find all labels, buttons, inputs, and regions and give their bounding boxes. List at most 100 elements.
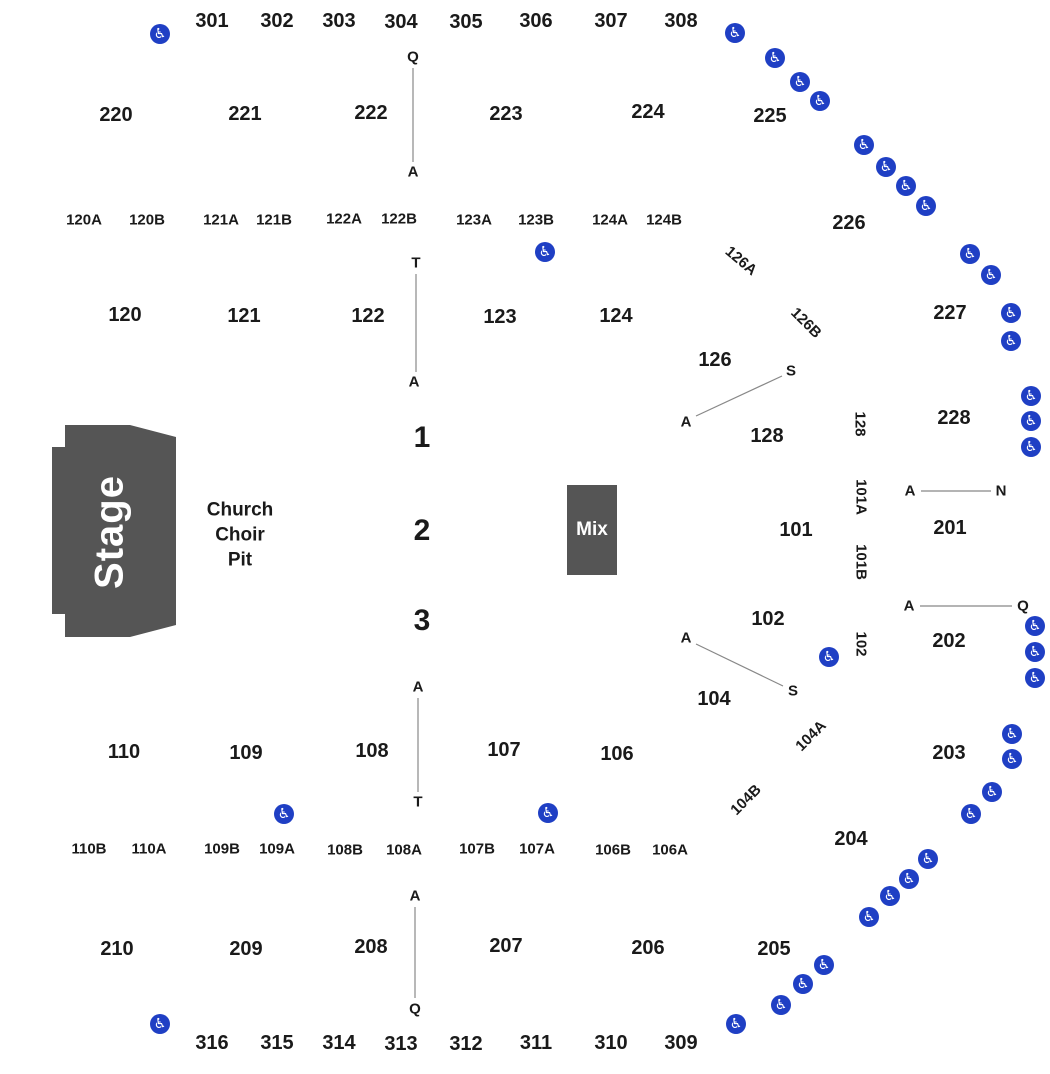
section-101a[interactable]: 101A	[852, 479, 870, 515]
section-108[interactable]: 108	[355, 740, 389, 762]
wheelchair-icon[interactable]: ♿	[274, 804, 294, 824]
section-307[interactable]: 307	[594, 10, 628, 32]
section-102[interactable]: 102	[852, 631, 870, 657]
section-107b[interactable]: 107B	[459, 840, 495, 858]
wheelchair-icon[interactable]: ♿	[790, 72, 810, 92]
section-308[interactable]: 308	[664, 10, 698, 32]
section-201[interactable]: 201	[933, 517, 967, 539]
section-123a[interactable]: 123A	[456, 211, 492, 229]
section-108b[interactable]: 108B	[327, 841, 363, 859]
section-223[interactable]: 223	[489, 103, 523, 125]
wheelchair-icon[interactable]: ♿	[1021, 386, 1041, 406]
section-309[interactable]: 309	[664, 1032, 698, 1054]
wheelchair-icon[interactable]: ♿	[1001, 331, 1021, 351]
section-206[interactable]: 206	[631, 937, 665, 959]
wheelchair-icon[interactable]: ♿	[765, 48, 785, 68]
wheelchair-icon[interactable]: ♿	[725, 23, 745, 43]
wheelchair-icon[interactable]: ♿	[899, 869, 919, 889]
section-120a[interactable]: 120A	[66, 211, 102, 229]
wheelchair-icon[interactable]: ♿	[981, 265, 1001, 285]
section-110b[interactable]: 110B	[71, 840, 107, 858]
section-303[interactable]: 303	[322, 10, 356, 32]
stage-shape[interactable]	[52, 425, 176, 637]
section-221[interactable]: 221	[228, 103, 262, 125]
wheelchair-icon[interactable]: ♿	[1025, 668, 1045, 688]
section-203[interactable]: 203	[932, 742, 966, 764]
section-313[interactable]: 313	[384, 1033, 418, 1055]
wheelchair-icon[interactable]: ♿	[916, 196, 936, 216]
section-312[interactable]: 312	[449, 1033, 483, 1055]
wheelchair-icon[interactable]: ♿	[793, 974, 813, 994]
wheelchair-icon[interactable]: ♿	[880, 886, 900, 906]
wheelchair-icon[interactable]: ♿	[810, 91, 830, 111]
section-316[interactable]: 316	[195, 1032, 229, 1054]
section-110[interactable]: 110	[107, 741, 141, 763]
wheelchair-icon[interactable]: ♿	[876, 157, 896, 177]
wheelchair-icon[interactable]: ♿	[896, 176, 916, 196]
section-314[interactable]: 314	[322, 1032, 356, 1054]
section-107[interactable]: 107	[487, 739, 521, 761]
section-104[interactable]: 104	[697, 688, 731, 710]
section-311[interactable]: 311	[519, 1032, 553, 1054]
section-124a[interactable]: 124A	[592, 211, 628, 229]
wheelchair-icon[interactable]: ♿	[535, 242, 555, 262]
section-208[interactable]: 208	[354, 936, 388, 958]
wheelchair-icon[interactable]: ♿	[1002, 724, 1022, 744]
wheelchair-icon[interactable]: ♿	[1001, 303, 1021, 323]
section-110a[interactable]: 110A	[131, 840, 167, 858]
section-108a[interactable]: 108A	[386, 841, 422, 859]
floor-row-2[interactable]: 2	[413, 514, 431, 547]
section-107a[interactable]: 107A	[519, 840, 555, 858]
section-122b[interactable]: 122B	[381, 210, 417, 228]
section-304[interactable]: 304	[384, 11, 418, 33]
section-227[interactable]: 227	[933, 302, 967, 324]
section-224[interactable]: 224	[631, 101, 665, 123]
section-124b[interactable]: 124B	[646, 211, 682, 229]
floor-row-1[interactable]: 1	[413, 421, 431, 454]
wheelchair-icon[interactable]: ♿	[1002, 749, 1022, 769]
section-128[interactable]: 128	[851, 411, 869, 437]
wheelchair-icon[interactable]: ♿	[814, 955, 834, 975]
section-228[interactable]: 228	[937, 407, 971, 429]
section-126[interactable]: 126	[698, 349, 732, 371]
wheelchair-icon[interactable]: ♿	[150, 24, 170, 44]
section-225[interactable]: 225	[753, 105, 787, 127]
section-121[interactable]: 121	[227, 305, 261, 327]
wheelchair-icon[interactable]: ♿	[960, 244, 980, 264]
section-109b[interactable]: 109B	[204, 840, 240, 858]
wheelchair-icon[interactable]: ♿	[854, 135, 874, 155]
section-122[interactable]: 122	[351, 305, 385, 327]
wheelchair-icon[interactable]: ♿	[150, 1014, 170, 1034]
section-124[interactable]: 124	[599, 305, 633, 327]
section-226[interactable]: 226	[832, 212, 866, 234]
section-202[interactable]: 202	[932, 630, 966, 652]
section-210[interactable]: 210	[100, 938, 134, 960]
section-109[interactable]: 109	[229, 742, 263, 764]
wheelchair-icon[interactable]: ♿	[859, 907, 879, 927]
wheelchair-icon[interactable]: ♿	[961, 804, 981, 824]
section-101[interactable]: 101	[779, 519, 813, 541]
section-123b[interactable]: 123B	[518, 211, 554, 229]
section-315[interactable]: 315	[260, 1032, 294, 1054]
wheelchair-icon[interactable]: ♿	[1021, 437, 1041, 457]
section-305[interactable]: 305	[449, 11, 483, 33]
floor-row-3[interactable]: 3	[413, 604, 431, 637]
wheelchair-icon[interactable]: ♿	[1025, 616, 1045, 636]
section-109a[interactable]: 109A	[259, 840, 295, 858]
section-220[interactable]: 220	[99, 104, 133, 126]
section-222[interactable]: 222	[354, 102, 388, 124]
section-204[interactable]: 204	[834, 828, 868, 850]
section-306[interactable]: 306	[519, 10, 553, 32]
section-106[interactable]: 106	[600, 743, 634, 765]
wheelchair-icon[interactable]: ♿	[819, 647, 839, 667]
section-106b[interactable]: 106B	[595, 841, 631, 859]
wheelchair-icon[interactable]: ♿	[771, 995, 791, 1015]
section-302[interactable]: 302	[260, 10, 294, 32]
wheelchair-icon[interactable]: ♿	[1021, 411, 1041, 431]
section-207[interactable]: 207	[489, 935, 523, 957]
section-121a[interactable]: 121A	[203, 211, 239, 229]
church-choir-pit[interactable]: Church Choir Pit	[207, 498, 274, 573]
section-120[interactable]: 120	[108, 304, 142, 326]
mix-booth[interactable]: Mix	[567, 485, 617, 575]
section-122a[interactable]: 122A	[326, 210, 362, 228]
